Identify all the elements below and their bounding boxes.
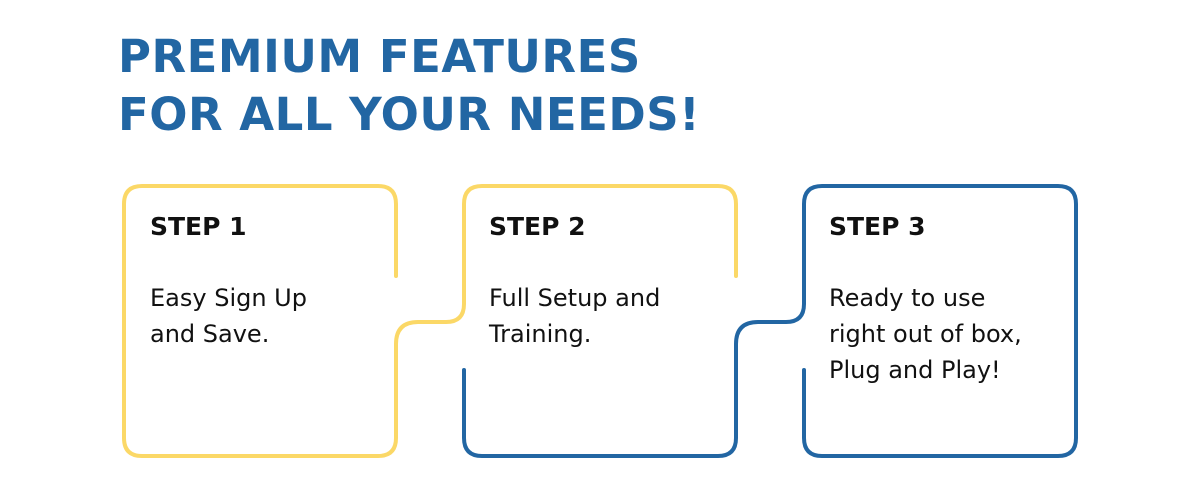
step-1-outline xyxy=(122,184,738,458)
step-card-2: STEP 2 Full Setup and Training. xyxy=(463,186,733,456)
headline-line-2: FOR ALL YOUR NEEDS! xyxy=(118,88,701,141)
step-1-title: STEP 1 xyxy=(150,212,247,241)
step-card-3: STEP 3 Ready to use right out of box, Pl… xyxy=(803,186,1073,456)
step-1-line: Easy Sign Up xyxy=(150,284,307,312)
step-2-title: STEP 2 xyxy=(489,212,586,241)
step-3-description: Ready to use right out of box, Plug and … xyxy=(829,280,1069,388)
step-1-description: Easy Sign Up and Save. xyxy=(150,280,390,352)
step-card-1: STEP 1 Easy Sign Up and Save. xyxy=(124,186,394,456)
step-3-line: Plug and Play! xyxy=(829,356,1001,384)
step-2-description: Full Setup and Training. xyxy=(489,280,729,352)
step-1-line: and Save. xyxy=(150,320,270,348)
headline-line-1: PREMIUM FEATURES xyxy=(118,30,641,83)
step-3-line: right out of box, xyxy=(829,320,1022,348)
step-3-title: STEP 3 xyxy=(829,212,926,241)
page-headline: PREMIUM FEATURES FOR ALL YOUR NEEDS! xyxy=(118,28,700,144)
step-2-line: Training. xyxy=(489,320,592,348)
step-3-line: Ready to use xyxy=(829,284,986,312)
step-2-outline xyxy=(462,184,1078,458)
step-2-line: Full Setup and xyxy=(489,284,661,312)
